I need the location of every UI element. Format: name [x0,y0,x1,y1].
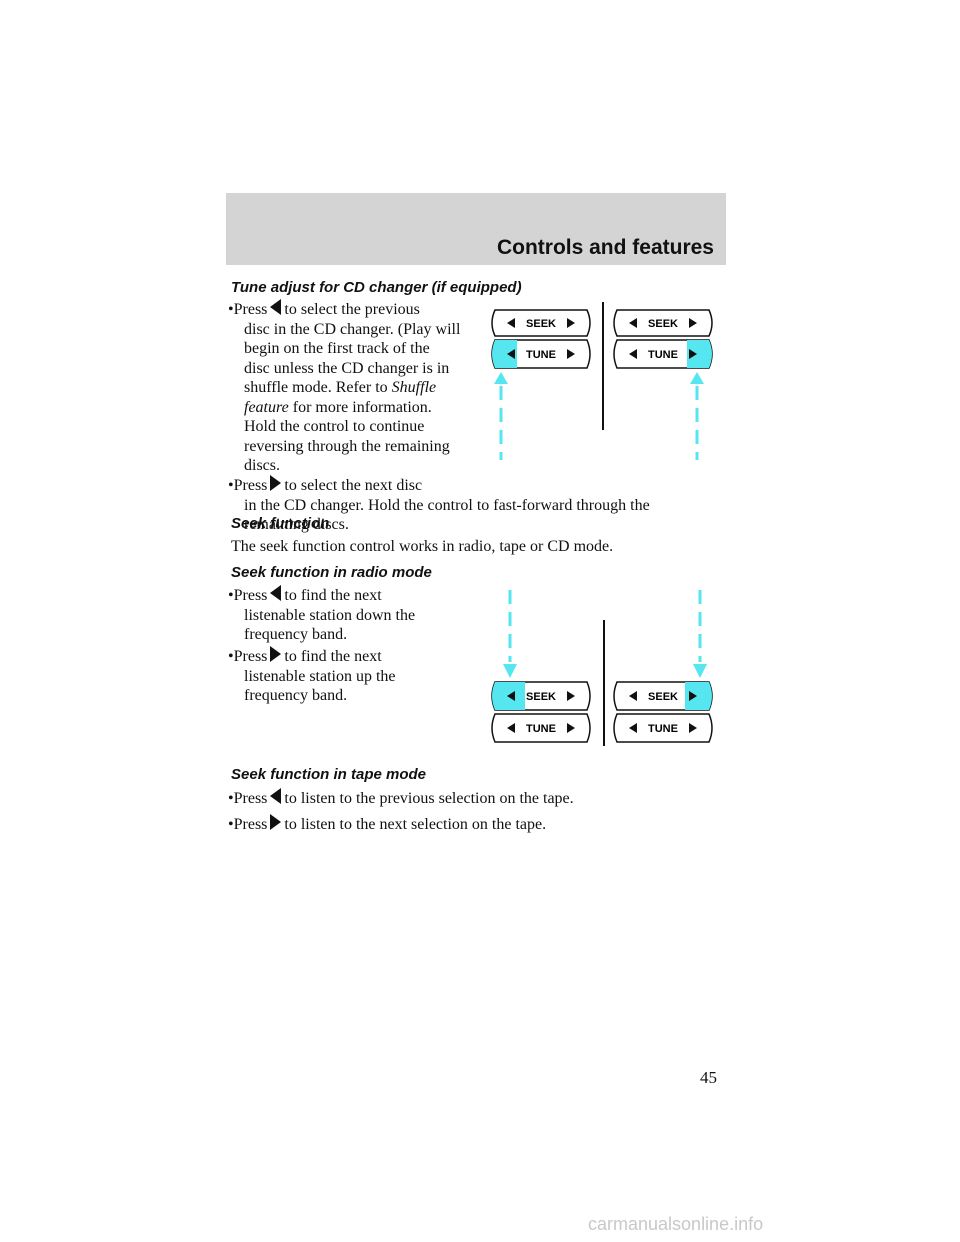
right-arrow-icon [270,814,282,830]
svg-text:SEEK: SEEK [648,318,678,330]
down-arrow-icon [503,590,517,678]
seek-function-text: The seek function control works in radio… [231,538,614,555]
seek-tape-heading: Seek function in tape mode [231,766,427,783]
svg-text:TUNE: TUNE [648,349,678,361]
watermark: carmanualsonline.info [588,1214,764,1234]
press-label: Press [233,301,268,318]
left-seek-tune-control: SEEK TUNE [491,681,591,743]
svg-text:SEEK: SEEK [648,691,678,703]
right-arrow-icon [270,475,282,491]
cd-tune-heading: Tune adjust for CD changer (if equipped) [231,279,522,296]
section-title: Controls and features [496,236,714,259]
section-header-band: Controls and features [226,193,726,265]
seek-function-heading: Seek function [231,515,330,532]
tune-label: TUNE [526,349,556,361]
left-arrow-icon [270,299,282,315]
cd-tune-diagram: SEEK TUNE SEEK TUNE [491,302,713,460]
right-arrow-icon [270,646,282,662]
left-arrow-icon [270,585,282,601]
page-number: 45 [700,1068,717,1087]
svg-text:SEEK: SEEK [526,691,556,703]
left-arrow-icon [270,788,282,804]
left-seek-tune-control: SEEK TUNE [491,309,591,369]
seek-radio-diagram: SEEK TUNE SEEK TUNE [491,590,713,746]
right-seek-tune-control: SEEK TUNE [613,309,713,369]
seek-label: SEEK [526,318,556,330]
svg-text:TUNE: TUNE [648,723,678,735]
up-arrow-icon [494,372,508,460]
up-arrow-icon [690,372,704,460]
svg-text:TUNE: TUNE [526,723,556,735]
seek-radio-heading: Seek function in radio mode [231,564,432,581]
right-seek-tune-control: SEEK TUNE [613,681,713,743]
down-arrow-icon [693,590,707,678]
